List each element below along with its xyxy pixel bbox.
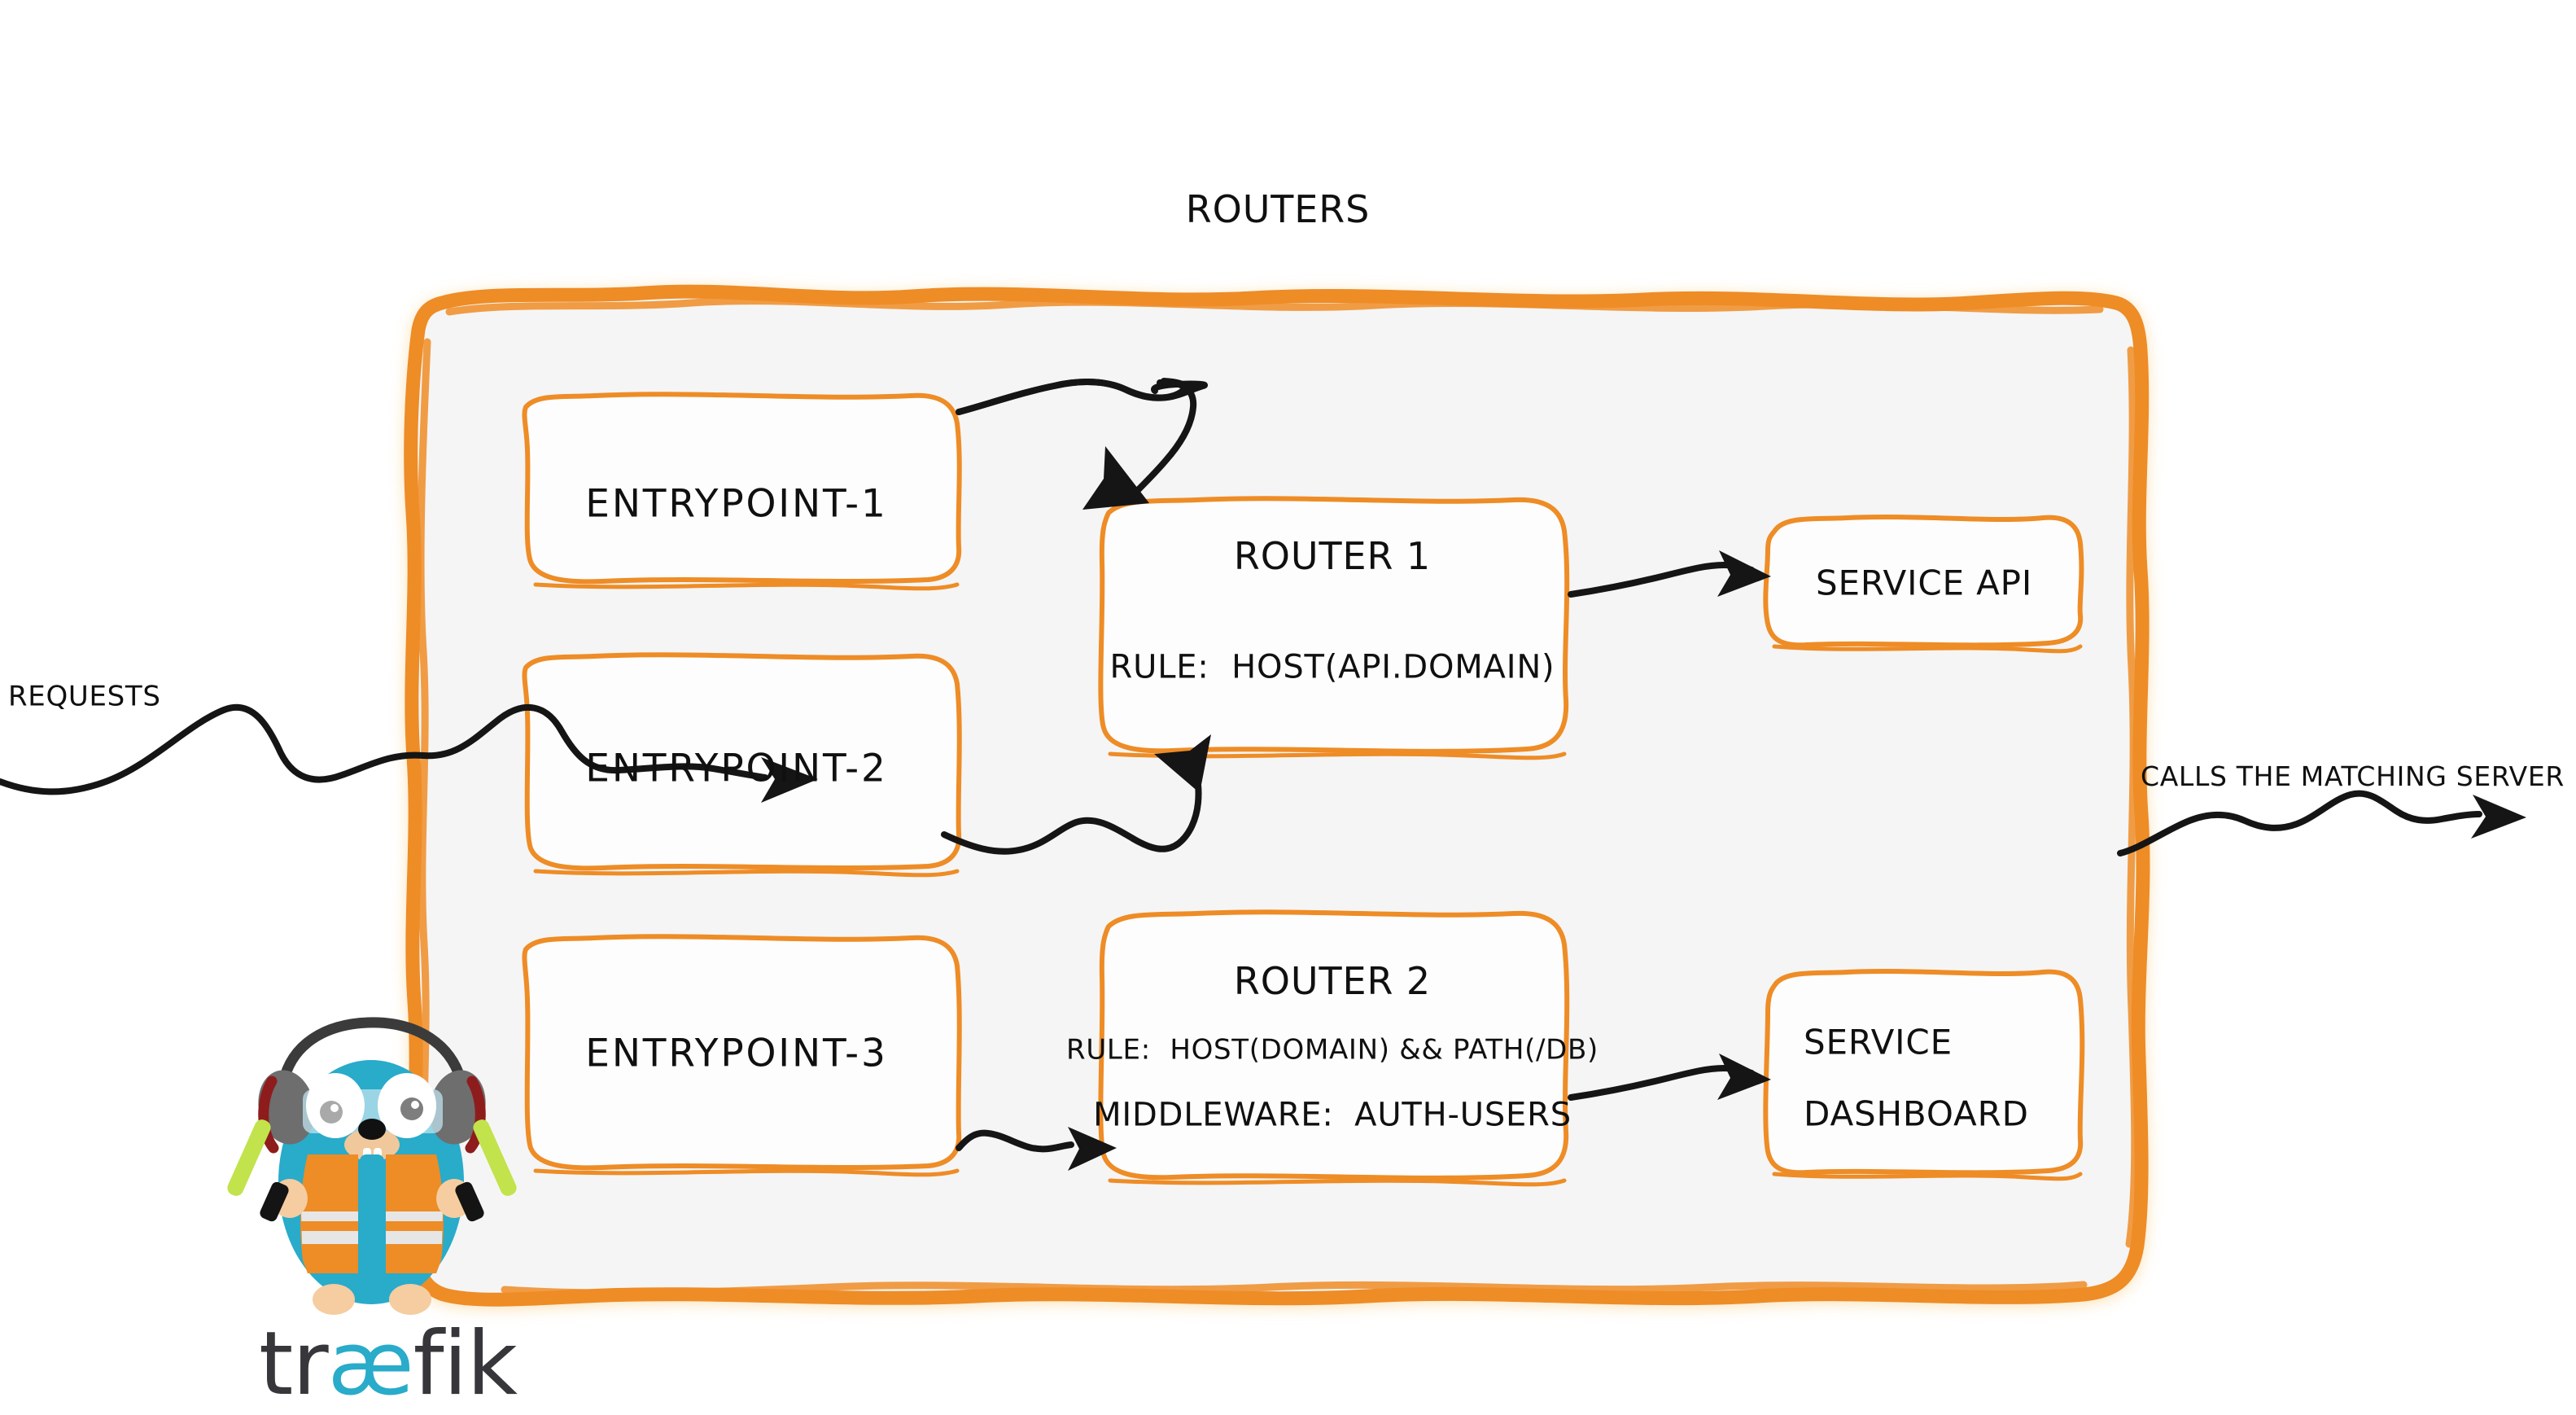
traefik-gopher-logo: [227, 1017, 517, 1315]
arrow-router2-to-service-dashboard: [1568, 1054, 1771, 1101]
service-dashboard-box[interactable]: [1763, 969, 2085, 1181]
arrow-requests-in: [0, 703, 818, 803]
wordmark-post: fik: [413, 1313, 518, 1415]
traefik-wordmark: træfik: [259, 1321, 518, 1408]
arrow-entrypoint1-to-router1: [956, 378, 1208, 510]
arrow-calls-matching-server: [2117, 790, 2526, 856]
router-1-box[interactable]: [1098, 496, 1570, 760]
router-2-box[interactable]: [1098, 909, 1570, 1187]
wordmark-ae: æ: [327, 1313, 414, 1415]
arrow-router1-to-service-api: [1568, 550, 1771, 598]
entrypoint-3-box[interactable]: [522, 934, 962, 1177]
service-api-box[interactable]: [1763, 515, 2084, 654]
entrypoint-2-box[interactable]: [522, 652, 962, 878]
arrow-entrypoint3-to-router2: [956, 1127, 1117, 1171]
arrow-entrypoint2-to-router1: [941, 734, 1211, 855]
wordmark-pre: tr: [259, 1313, 329, 1415]
entrypoint-1-box[interactable]: [522, 392, 962, 591]
